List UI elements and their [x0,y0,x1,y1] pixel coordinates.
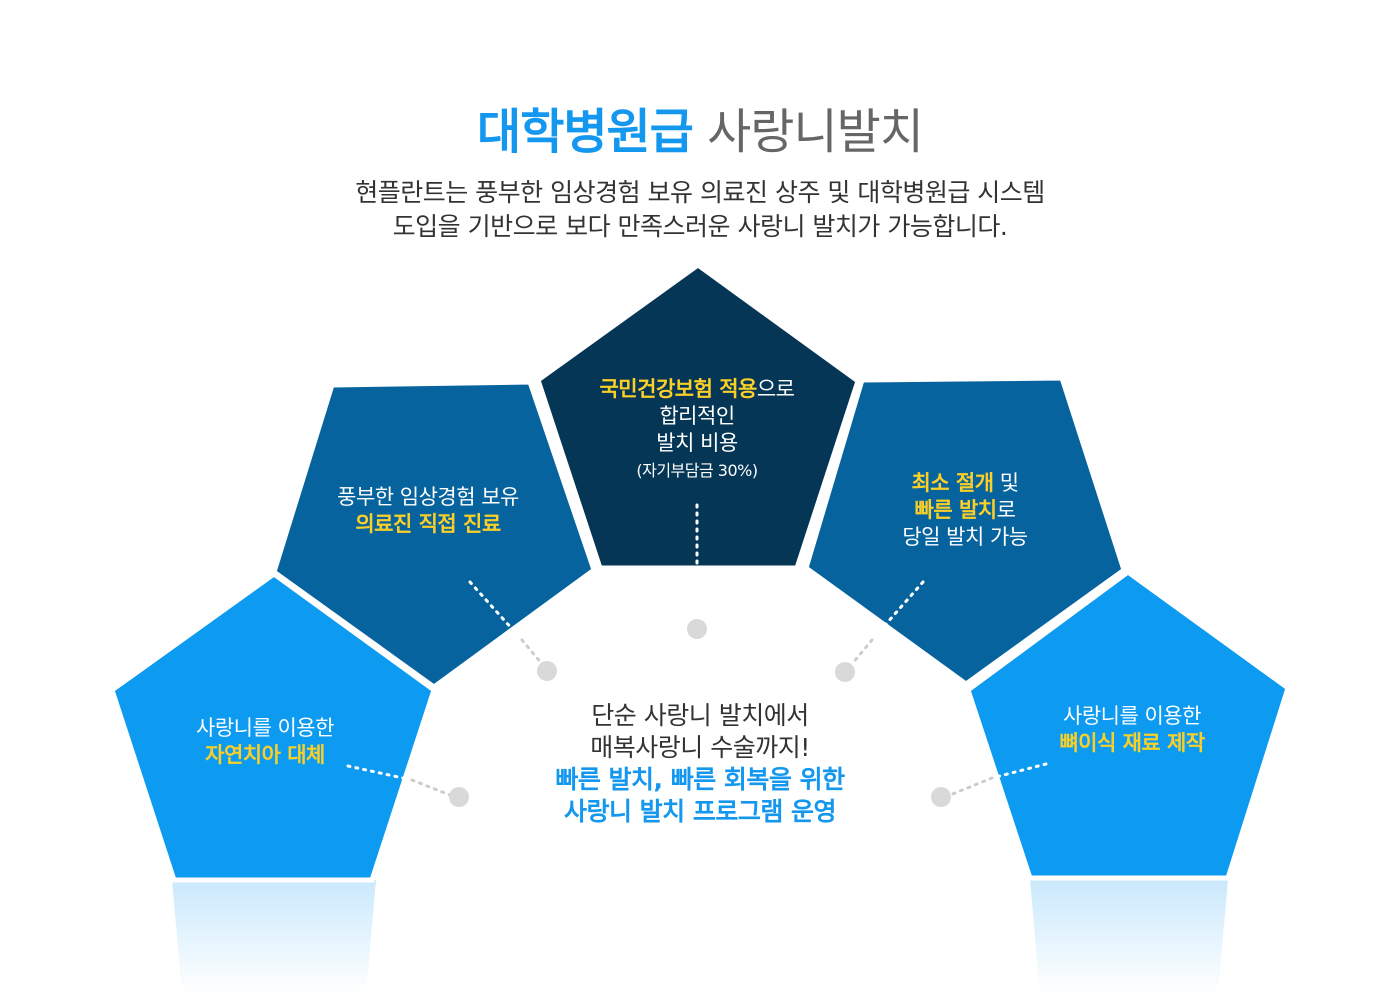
subtitle-line-2: 도입을 기반으로 보다 만족스러운 사랑니 발치가 가능합니다. [392,212,1008,241]
center-line-4: 사랑니 발치 프로그램 운영 [563,797,837,826]
pentagon-left-mid-label: 풍부한 임상경험 보유 의료진 직접 진료 [308,484,548,538]
center-text: 단순 사랑니 발치에서 매복사랑니 수술까지! 빠른 발치, 빠른 회복을 위한… [400,700,1000,828]
pentagon-left-label: 사랑니를 이용한 자연치아 대체 [145,715,385,769]
pentagon-left-highlight: 자연치아 대체 [205,743,325,767]
pentagon-right-mid-line1-suffix: 및 [993,471,1019,495]
connector-left [346,764,414,782]
left-pentagon-reflection [172,880,376,994]
connector-left-mid-outside [520,638,544,666]
pentagon-top-highlight: 국민건강보험 적용 [599,377,757,401]
title-highlight: 대학병원급 [477,104,694,160]
pentagon-top-note: (자기부담금 30%) [636,461,758,480]
pentagon-right-mid [803,375,1127,688]
connector-right [990,762,1048,780]
pentagon-right-line1: 사랑니를 이용한 [1063,704,1201,728]
pentagon-right [965,568,1291,881]
pentagon-left-mid [271,379,597,691]
pentagon-top [535,261,861,571]
connector-dot-right [931,787,951,807]
pentagon-left [109,570,437,883]
pentagon-top-line3: 발치 비용 [656,431,738,455]
connector-dot-left-mid [537,661,557,681]
pentagon-left-mid-line1: 풍부한 임상경험 보유 [337,485,519,509]
pentagon-right-mid-line3: 당일 발치 가능 [902,525,1028,549]
pentagon-right-mid-line2-suffix: 로 [996,498,1016,522]
connector-right-mid [870,580,925,642]
connector-dot-top [687,619,707,639]
pentagon-left-mid-highlight: 의료진 직접 진료 [355,512,501,536]
pentagon-top-line1-suffix: 으로 [756,377,795,401]
connector-right-mid-outside [850,638,874,666]
page-subtitle: 현플란트는 풍부한 임상경험 보유 의료진 상주 및 대학병원급 시스템 도입을… [0,176,1400,244]
right-pentagon-reflection [1030,880,1228,994]
page-title: 대학병원급 사랑니발치 [0,92,1400,162]
subtitle-line-1: 현플란트는 풍부한 임상경험 보유 의료진 상주 및 대학병원급 시스템 [355,178,1045,207]
pentagon-right-label: 사랑니를 이용한 뼈이식 재료 제작 [1012,703,1252,757]
title-rest: 사랑니발치 [707,104,924,160]
pentagon-right-mid-highlight-1: 최소 절개 [911,471,994,495]
pentagon-top-line2: 합리적인 [659,404,735,428]
pentagon-top-label: 국민건강보험 적용으로 합리적인 발치 비용 (자기부담금 30%) [572,376,822,484]
pentagon-right-mid-highlight-2: 빠른 발치 [914,498,998,522]
pentagon-right-highlight: 뼈이식 재료 제작 [1059,731,1205,755]
center-line-2: 매복사랑니 수술까지! [590,733,810,762]
connector-right-outside [948,776,994,797]
connector-left-outside [410,778,452,797]
pentagon-left-line1: 사랑니를 이용한 [196,716,334,740]
center-line-3: 빠른 발치, 빠른 회복을 위한 [555,765,845,794]
connector-dot-right-mid [835,662,855,682]
connector-left-mid [468,580,524,642]
connector-dot-left [449,787,469,807]
pentagon-right-mid-label: 최소 절개 및 빠른 발치로 당일 발치 가능 [845,470,1085,551]
center-line-1: 단순 사랑니 발치에서 [591,701,809,730]
